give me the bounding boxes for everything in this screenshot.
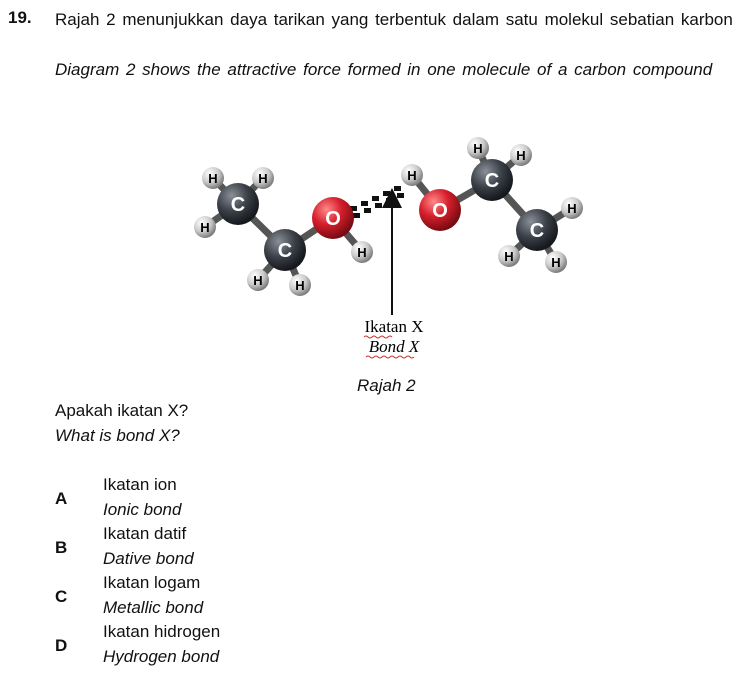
atom-h: H: [351, 241, 373, 263]
option-a[interactable]: A Ikatan ion Ionic bond: [55, 475, 655, 525]
svg-text:H: H: [200, 220, 209, 235]
option-text-malay: Ikatan ion: [103, 475, 177, 494]
atom-h: H: [498, 245, 520, 267]
label-underline-squiggle: [365, 355, 415, 359]
svg-text:C: C: [231, 194, 245, 216]
atom-c: C: [471, 159, 513, 201]
atom-h: H: [202, 167, 224, 189]
option-text-english: Hydrogen bond: [103, 647, 220, 666]
option-letter: B: [55, 538, 68, 557]
svg-text:H: H: [253, 273, 262, 288]
option-text-english: Ionic bond: [103, 500, 182, 519]
svg-text:H: H: [357, 245, 366, 260]
svg-text:H: H: [407, 168, 416, 183]
option-text-english: Dative bond: [103, 549, 194, 568]
svg-text:O: O: [432, 200, 448, 222]
atom-c: C: [516, 209, 558, 251]
option-text-malay: Ikatan datif: [103, 524, 187, 543]
atom-c: C: [217, 183, 259, 225]
prompt-malay: Apakah ikatan X?: [55, 401, 189, 420]
option-b[interactable]: B Ikatan datif Dative bond: [55, 524, 655, 574]
option-letter: C: [55, 587, 68, 606]
svg-text:O: O: [325, 208, 341, 230]
bond-x-label-english: Bond X: [369, 337, 420, 356]
atom-h: H: [401, 164, 423, 186]
diagram-caption: Rajah 2: [357, 376, 416, 395]
atom-h: H: [194, 216, 216, 238]
molecule-diagram: H H H C H H C H O H H H O C H H H C Ikat…: [194, 137, 583, 359]
option-letter: A: [55, 489, 68, 508]
atom-h: H: [289, 274, 311, 296]
svg-text:C: C: [530, 220, 544, 242]
hydrogen-bond-dashes: [350, 186, 404, 218]
atom-h: H: [467, 137, 489, 159]
atom-h: H: [510, 144, 532, 166]
atom-o: O: [312, 197, 354, 239]
question-stem-english: Diagram 2 shows the attractive force for…: [55, 60, 713, 79]
svg-text:H: H: [473, 141, 482, 156]
question-stem-malay: Rajah 2 menunjukkan daya tarikan yang te…: [55, 10, 733, 29]
prompt-english: What is bond X?: [55, 426, 180, 445]
label-underline-squiggle: [363, 335, 393, 339]
svg-text:H: H: [295, 278, 304, 293]
option-letter: D: [55, 636, 68, 655]
svg-text:H: H: [567, 201, 576, 216]
svg-text:C: C: [278, 240, 292, 262]
atom-h: H: [252, 167, 274, 189]
svg-text:H: H: [504, 249, 513, 264]
atom-h: H: [545, 251, 567, 273]
option-text-english: Metallic bond: [103, 598, 204, 617]
svg-text:C: C: [485, 170, 499, 192]
option-text-malay: Ikatan logam: [103, 573, 201, 592]
atom-c: C: [264, 229, 306, 271]
atom-o: O: [419, 189, 461, 231]
svg-text:H: H: [516, 148, 525, 163]
svg-text:H: H: [208, 171, 217, 186]
option-d[interactable]: D Ikatan hidrogen Hydrogen bond: [55, 622, 655, 672]
svg-text:H: H: [258, 171, 267, 186]
atom-h: H: [247, 269, 269, 291]
question-number: 19.: [8, 8, 32, 27]
option-c[interactable]: C Ikatan logam Metallic bond: [55, 573, 655, 623]
atom-h: H: [561, 197, 583, 219]
bond-x-label-malay: Ikatan X: [364, 317, 423, 336]
option-text-malay: Ikatan hidrogen: [103, 622, 221, 641]
svg-text:H: H: [551, 255, 560, 270]
